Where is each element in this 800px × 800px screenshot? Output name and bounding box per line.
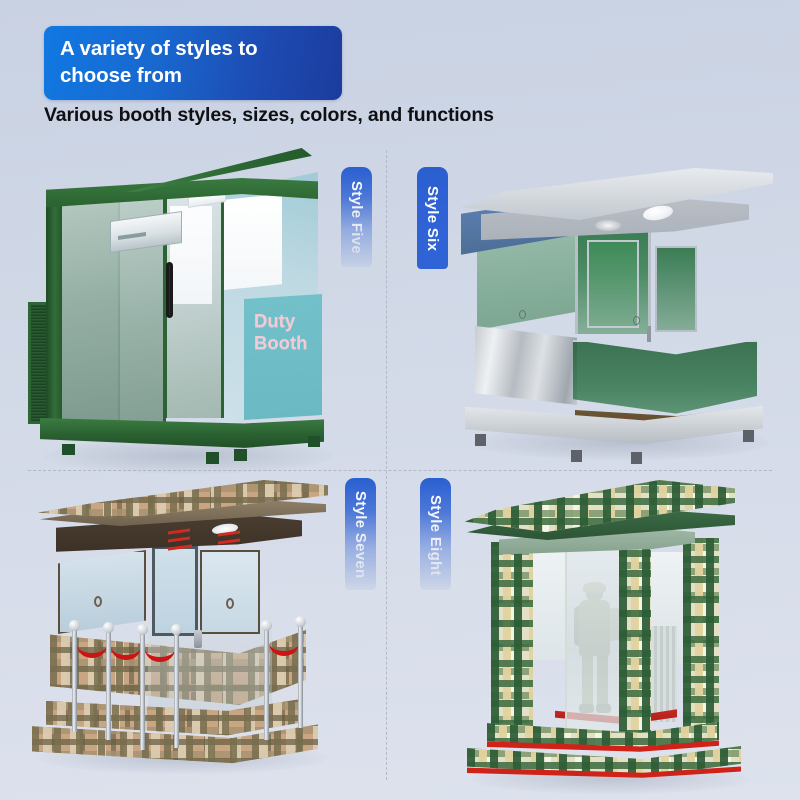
window-knob <box>226 598 234 609</box>
horizontal-divider <box>28 470 772 471</box>
product-image-style-five: Duty Booth <box>18 146 348 474</box>
glass-door-front <box>565 548 623 734</box>
stanchion-ball <box>295 616 306 627</box>
rope-stanchion <box>72 626 77 732</box>
style-tag-eight: Style Eight <box>420 478 451 590</box>
glass-panel-left <box>531 550 565 660</box>
step-red-carpet-upper <box>487 740 719 752</box>
window-right <box>200 550 260 634</box>
style-tag-five: Style Five <box>341 167 372 267</box>
rear-white-panel <box>224 194 282 290</box>
velvet-rope <box>111 634 141 660</box>
product-image-style-six <box>443 168 783 464</box>
base-foot <box>743 430 754 442</box>
rope-stanchion <box>298 622 303 728</box>
rope-stanchion <box>140 630 145 750</box>
base-foot <box>475 434 486 446</box>
stanchion-ball <box>103 622 114 633</box>
corner-post-right <box>683 538 719 734</box>
entry-door-window <box>152 546 198 636</box>
page-subtitle: Various booth styles, sizes, colors, and… <box>44 104 494 126</box>
left-frame-column <box>46 196 62 432</box>
stanchion-ball <box>69 620 80 631</box>
product-image-style-eight <box>443 476 785 794</box>
base-foot <box>571 450 582 462</box>
stanchion-ball <box>261 620 272 631</box>
rope-stanchion <box>174 630 179 748</box>
base-foot <box>206 452 219 464</box>
base-foot <box>308 436 320 447</box>
glass-door <box>587 240 639 328</box>
duty-booth-sign-panel <box>244 294 322 420</box>
rope-stanchion <box>106 628 111 740</box>
door-lock-handle <box>194 630 202 648</box>
vertical-divider <box>386 150 387 780</box>
stanchion-ball <box>171 624 182 635</box>
window-knob <box>519 310 526 319</box>
velvet-rope <box>77 632 107 658</box>
style-tag-six: Style Six <box>417 167 448 269</box>
header-badge: A variety of styles to choose from <box>44 26 342 101</box>
ceiling-light-glow <box>595 220 621 231</box>
corner-post-left <box>491 542 533 736</box>
step-red-carpet-lower <box>467 766 741 778</box>
glass-wall-right <box>655 246 697 332</box>
duty-booth-sign-text: Duty Booth <box>254 310 308 353</box>
booth-illustration-green-camouflage-sentry <box>443 476 785 794</box>
rope-stanchion <box>264 626 269 740</box>
base-foot <box>234 449 247 461</box>
velvet-rope <box>269 630 299 656</box>
stanchion-ball <box>137 624 148 635</box>
velvet-rope <box>145 636 175 662</box>
terrace-glass-railing <box>573 340 757 414</box>
corner-post-center <box>619 532 651 734</box>
product-image-style-seven <box>28 478 362 774</box>
stainless-steel-panel <box>475 326 577 405</box>
base-foot <box>62 444 75 455</box>
style-tag-seven: Style Seven <box>345 478 376 590</box>
booth-illustration-desert-camouflage <box>28 478 362 774</box>
booth-illustration-steel-blue-guard-house <box>443 168 783 464</box>
base-foot <box>631 452 642 464</box>
window-knob <box>94 596 102 607</box>
booth-illustration-green-duty-booth: Duty Booth <box>18 146 348 474</box>
door-handle <box>166 262 173 318</box>
door-handle <box>647 326 651 342</box>
window-knob <box>633 316 640 325</box>
